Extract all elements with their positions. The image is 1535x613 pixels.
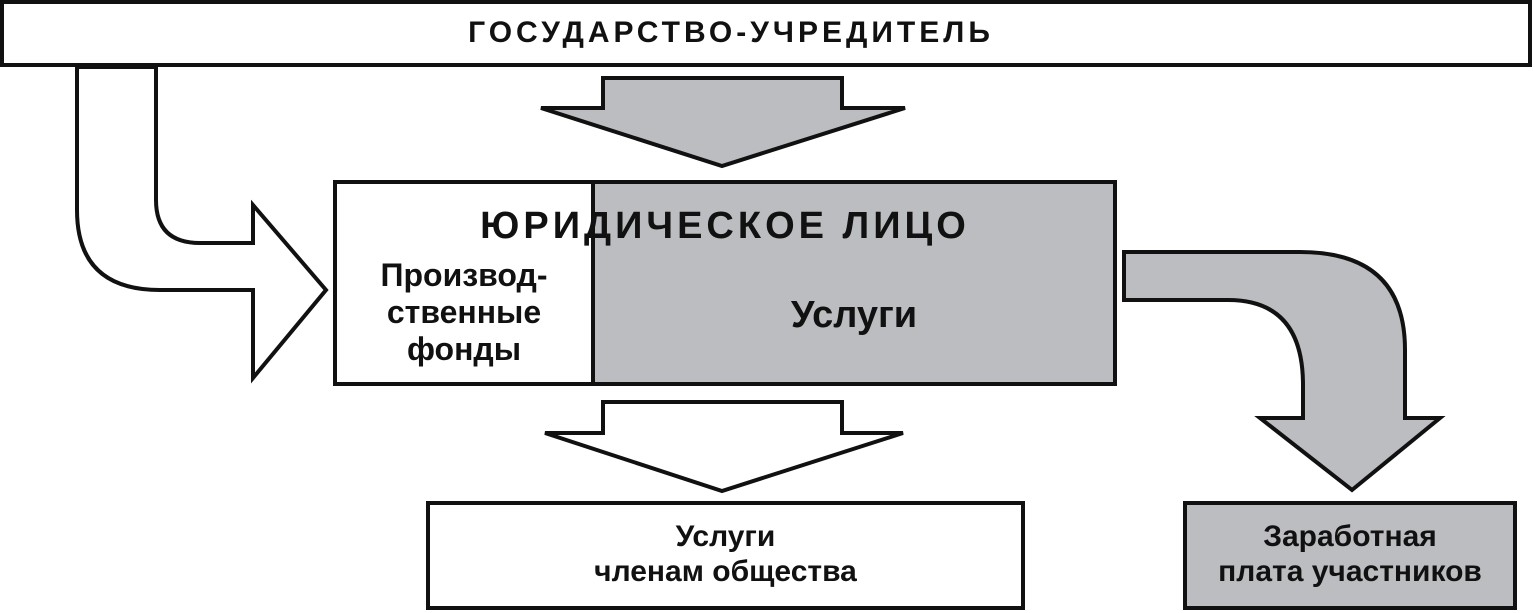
services-to-members-label: Услуги членам общества — [594, 520, 857, 588]
curved-arrow-to-funds — [75, 65, 329, 384]
production-funds-label: Производ- ственные фонды — [380, 257, 548, 368]
legal-entity-label: ЮРИДИЧЕСКОЕ ЛИЦО — [480, 205, 970, 247]
down-arrow-to-members — [544, 400, 904, 494]
services-label: Услуги — [790, 294, 918, 336]
state-founder-label: ГОСУДАРСТВО-УЧРЕДИТЕЛЬ — [468, 16, 994, 49]
members-services-box — [426, 501, 1025, 610]
legal-entity-gray-part — [591, 180, 1117, 386]
wages-label: Заработная плата участников — [1218, 520, 1482, 588]
wages-box — [1183, 501, 1517, 610]
down-arrow-to-entity — [540, 76, 906, 169]
legal-entity-white-part — [333, 180, 595, 386]
state-founder-box — [0, 0, 1532, 67]
curved-arrow-to-wages — [1122, 250, 1446, 493]
